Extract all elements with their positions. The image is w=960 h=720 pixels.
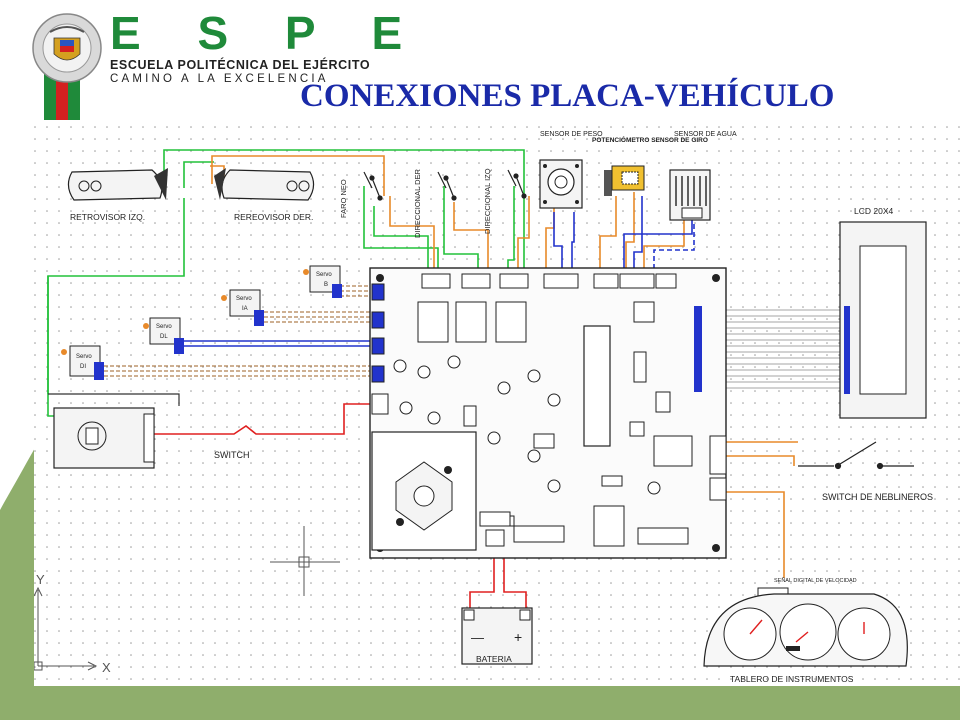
potentiometer-label: POTENCIÓMETRO SENSOR DE GIRO bbox=[592, 135, 708, 144]
faro-neo-switch: FARO NEO bbox=[339, 171, 383, 218]
servo-b: Servo B bbox=[303, 265, 342, 298]
svg-text:DI: DI bbox=[80, 364, 86, 370]
institution-motto: CAMINO A LA EXCELENCIA bbox=[110, 73, 329, 85]
wires-orange bbox=[210, 155, 798, 578]
direccional-izq-label: DIRECCIONAL IZQ bbox=[483, 168, 492, 234]
battery-minus: — bbox=[471, 630, 484, 645]
servo-di: Servo DI bbox=[61, 345, 104, 380]
neblineros-label: SWITCH DE NEBLINEROS bbox=[822, 492, 933, 502]
svg-text:IA: IA bbox=[242, 306, 248, 312]
speed-signal-label: SEÑAL DIGITAL DE VELOCIDAD bbox=[774, 577, 857, 584]
svg-text:DL: DL bbox=[160, 334, 168, 340]
svg-text:Servo: Servo bbox=[156, 324, 172, 330]
instrument-panel: SEÑAL DIGITAL DE VELOCIDAD TABLERO DE IN… bbox=[703, 577, 908, 684]
svg-text:Servo: Servo bbox=[236, 296, 252, 302]
axis-y-label: Y bbox=[36, 572, 45, 587]
direccional-der-label: DIRECCIONAL DER bbox=[413, 169, 422, 238]
main-pcb bbox=[369, 267, 727, 559]
right-mirror: REREOVISOR DER. bbox=[214, 168, 315, 222]
axis-x-label: X bbox=[102, 660, 111, 675]
institution-name: ESCUELA POLITÉCNICA DEL EJÉRCITO bbox=[110, 58, 371, 72]
switch-label: SWITCH bbox=[214, 450, 250, 460]
wires-blue bbox=[179, 196, 695, 347]
espe-seal-logo bbox=[32, 13, 102, 120]
water-sensor-label: SENSOR DE AGUA bbox=[674, 131, 737, 138]
left-mirror: RETROVISOR IZQ. bbox=[67, 168, 168, 222]
servo-ia: Servo IA bbox=[221, 289, 264, 326]
steering-potentiometer: POTENCIÓMETRO SENSOR DE GIRO bbox=[592, 135, 708, 196]
battery-label: BATERIA bbox=[476, 654, 512, 664]
water-sensor: SENSOR DE AGUA bbox=[669, 131, 737, 221]
lcd-label: LCD 20X4 bbox=[854, 206, 893, 216]
slide-header: E S P E ESCUELA POLITÉCNICA DEL EJÉRCITO… bbox=[0, 0, 960, 128]
slide-title: CONEXIONES PLACA-VEHÍCULO bbox=[300, 78, 835, 114]
instrument-panel-label: TABLERO DE INSTRUMENTOS bbox=[730, 674, 854, 684]
faro-neo-label: FARO NEO bbox=[339, 179, 348, 218]
servo-dl: Servo DL bbox=[143, 317, 184, 354]
wiring-diagram: RETROVISOR IZQ. REREOVISOR DER. FARO NEO… bbox=[34, 126, 960, 686]
svg-text:Servo: Servo bbox=[76, 354, 92, 360]
left-mirror-label: RETROVISOR IZQ. bbox=[70, 212, 145, 222]
svg-text:Servo: Servo bbox=[316, 272, 332, 278]
ucs-axes bbox=[34, 526, 340, 671]
wires-red bbox=[154, 403, 527, 608]
wires-green bbox=[47, 149, 525, 417]
espe-logo-letters: E S P E bbox=[110, 7, 425, 59]
svg-text:B: B bbox=[324, 282, 328, 288]
neblineros-switch bbox=[798, 441, 914, 470]
direccional-izq-switch: DIRECCIONAL IZQ bbox=[483, 168, 527, 234]
battery: — + BATERIA bbox=[461, 607, 533, 665]
lcd-20x4: LCD 20X4 bbox=[839, 206, 927, 419]
weight-sensor-label: SENSOR DE PESO bbox=[540, 131, 603, 138]
servo-wire-bundles bbox=[104, 285, 372, 377]
ignition-key-module bbox=[53, 407, 155, 469]
weight-sensor: SENSOR DE PESO bbox=[539, 131, 603, 209]
direccional-der-switch: DIRECCIONAL DER bbox=[413, 169, 457, 238]
battery-plus: + bbox=[514, 629, 522, 645]
right-mirror-label: REREOVISOR DER. bbox=[234, 212, 313, 222]
